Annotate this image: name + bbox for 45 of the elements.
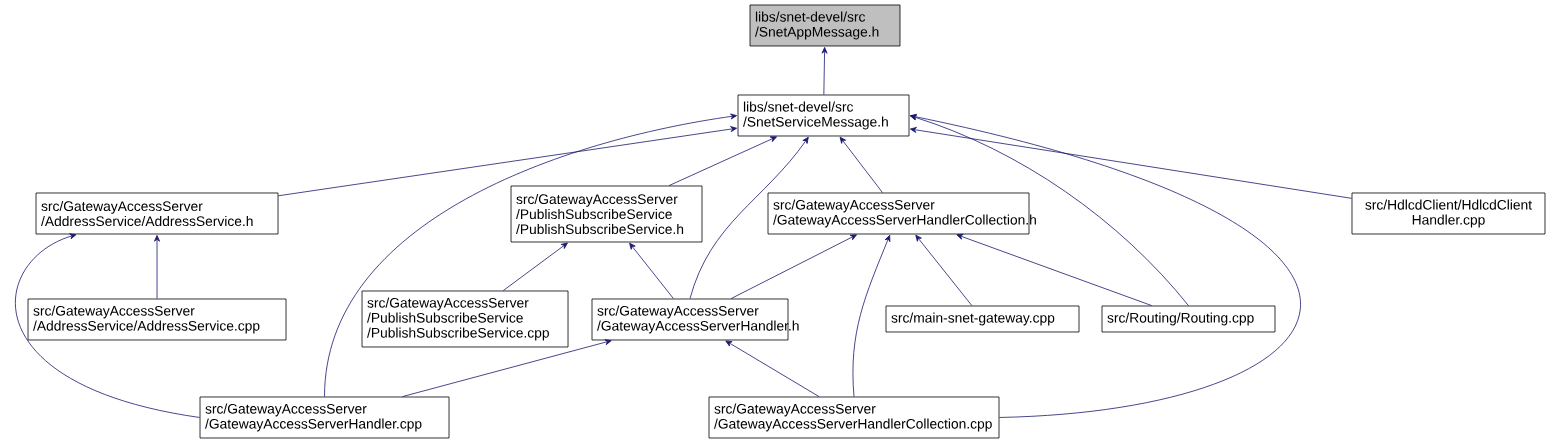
file-name: src/GatewayAccessServer /GatewayAccessServerHandlerCollection.cpp (714, 403, 992, 432)
file-box (885, 305, 1080, 333)
file-name: libs/snet-devel/src /SnetServiceMessage.h (743, 101, 888, 130)
file-box (1101, 305, 1276, 333)
file-name: src/GatewayAccessServer /PublishSubscribeService /PublishSubscribeService.h (516, 193, 684, 235)
arrow (668, 136, 777, 186)
file-box (361, 290, 569, 348)
arrow (154, 235, 160, 299)
arrow (278, 126, 737, 197)
file-name: src/GatewayAccessServer /GatewayAccessServerHandler.h (597, 305, 799, 334)
arrow (15, 233, 200, 418)
arrow (689, 136, 809, 299)
file-name: src/GatewayAccessServer /PublishSubscribeService /PublishSubscribeService.cpp (367, 297, 549, 341)
file-box (737, 94, 910, 137)
file-name: src/main-snet-gateway.cpp (891, 312, 1055, 326)
file-box (27, 298, 287, 341)
arrow (839, 136, 883, 193)
arrow (402, 339, 612, 397)
file-box (510, 185, 703, 243)
arrow (725, 340, 820, 397)
file-box (199, 396, 450, 439)
file-box (708, 396, 1000, 439)
arrow (956, 233, 1153, 306)
arrow (909, 114, 1189, 306)
file-box (591, 298, 799, 341)
file-name: src/Routing/Routing.cpp (1107, 312, 1254, 326)
file-box (749, 4, 901, 47)
file-box (767, 192, 1036, 235)
arrow (502, 242, 568, 291)
arrow (915, 234, 973, 306)
file-name: src/GatewayAccessServer /GatewayAccessServerHandler.cpp (205, 403, 422, 432)
file-name: src/GatewayAccessServer /GatewayAccessServerHandlerCollection.h (773, 199, 1036, 228)
arrow (910, 113, 1301, 418)
file-box (35, 192, 279, 235)
arrow (730, 234, 857, 299)
arrow (629, 242, 674, 299)
arrow (852, 234, 891, 397)
arrow (821, 47, 828, 95)
file-name: src/GatewayAccessServer /AddressService/AddressService.cpp (33, 305, 260, 334)
file-name: src/HdlcdClient/HdlcdClient Handler.cpp (1365, 199, 1532, 228)
file-name: libs/snet-devel/src /SnetAppMessage.h (755, 11, 879, 40)
arrow (910, 127, 1352, 199)
arrow (324, 113, 737, 397)
file-name: src/GatewayAccessServer /AddressService/AddressService.h (41, 200, 253, 227)
file-box (1351, 192, 1546, 235)
